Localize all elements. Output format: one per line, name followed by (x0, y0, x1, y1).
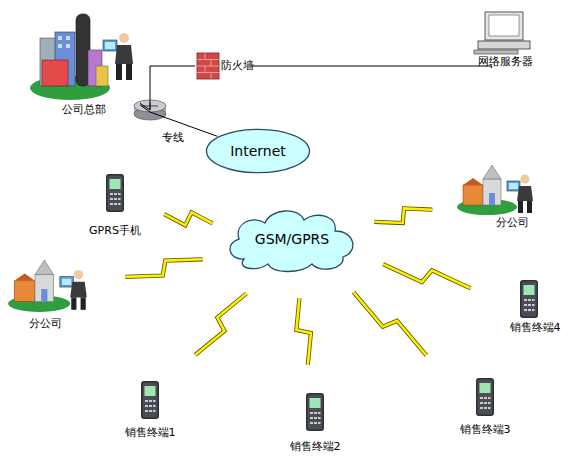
wireless-link (296, 298, 311, 365)
bolt-outline (354, 292, 427, 355)
lightning-connector (125, 259, 202, 277)
firewall-node: 防火墙 (195, 52, 251, 80)
branch-node: 分公司 (455, 163, 540, 229)
phone-node: GPRS手机 (85, 172, 145, 237)
node-label: 防火墙 (221, 59, 254, 72)
node-label: 分公司 (475, 216, 550, 229)
lightning-connector (195, 294, 246, 355)
terminal-node: 销售终端2 (285, 391, 345, 453)
bolt-outline (383, 264, 471, 288)
node-label: 网络服务器 (470, 55, 540, 68)
terminal-node: 销售终端3 (455, 376, 515, 436)
wireless-link (374, 208, 432, 223)
wireless-link (383, 264, 471, 288)
wireless-link (164, 212, 213, 225)
node-label: 销售终端4 (495, 321, 575, 334)
server-node: 网络服务器 (470, 10, 540, 68)
lightning-connector (354, 292, 427, 355)
wireless-link (195, 294, 246, 355)
bolt-outline (296, 298, 311, 365)
lightning-connector (383, 264, 471, 288)
bolt-outline (164, 212, 213, 225)
node-label: GPRS手机 (75, 224, 155, 237)
node-label: 销售终端2 (275, 440, 355, 453)
line-connector (140, 66, 195, 110)
bolt-outline (125, 259, 202, 277)
branch-node: 分公司 (5, 258, 95, 330)
node-label: 公司总部 (18, 103, 150, 116)
bolt-outline (195, 294, 246, 355)
lightning-connector (164, 212, 213, 225)
node-label: 销售终端1 (110, 426, 190, 439)
wireless-link (125, 259, 202, 277)
wired-link (140, 66, 195, 110)
internet-ellipse: Internet (205, 128, 311, 174)
terminal-node: 销售终端4 (505, 278, 565, 334)
terminal-node: 销售终端1 (120, 379, 180, 439)
line-connector (251, 66, 492, 68)
node-label: 销售终端3 (445, 423, 525, 436)
edge-label: 专线 (162, 130, 184, 145)
shape-text: Internet (205, 128, 311, 174)
wired-link (251, 66, 492, 68)
bolt-outline (374, 208, 432, 223)
lightning-connector (374, 208, 432, 223)
lightning-connector (296, 298, 311, 365)
headquarters-node: 公司总部 (28, 15, 140, 116)
shape-text: GSM/GPRS (222, 203, 362, 275)
gprs-cloud: GSM/GPRS (222, 203, 362, 275)
wireless-link (354, 292, 427, 355)
node-label: 分公司 (5, 317, 85, 330)
